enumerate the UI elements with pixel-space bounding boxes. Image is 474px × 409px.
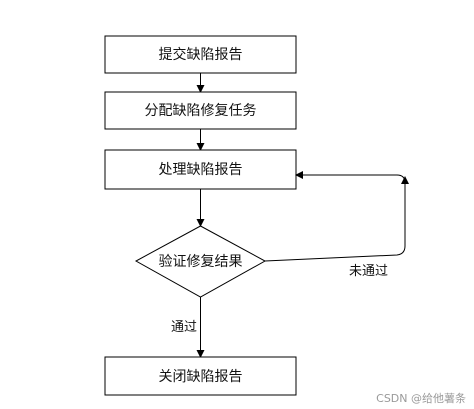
submit-defect-label: 提交缺陷报告 [159, 46, 243, 63]
submit-defect-node: 提交缺陷报告 [104, 35, 297, 74]
assign-task-box [104, 91, 297, 130]
process-defect-node: 处理缺陷报告 [104, 149, 297, 190]
csdn-watermark: CSDN @给他薯条 [376, 391, 466, 405]
verify-fix-node: 验证修复结果 [134, 225, 267, 298]
fail-edge-label: 未通过 [349, 264, 388, 279]
close-defect-label: 关闭缺陷报告 [159, 369, 243, 385]
verify-fix-label: 验证修复结果 [159, 253, 243, 270]
process-defect-box [104, 149, 297, 190]
arrow-verify-fail-loop [264, 171, 406, 262]
close-defect-node: 关闭缺陷报告 [104, 356, 297, 396]
pass-edge-label: 通过 [171, 320, 197, 335]
assign-task-node: 分配缺陷修复任务 [104, 91, 297, 130]
close-defect-box [104, 356, 297, 396]
assign-task-label: 分配缺陷修复任务 [145, 102, 257, 119]
submit-defect-box [104, 35, 297, 74]
process-defect-label: 处理缺陷报告 [159, 162, 243, 178]
